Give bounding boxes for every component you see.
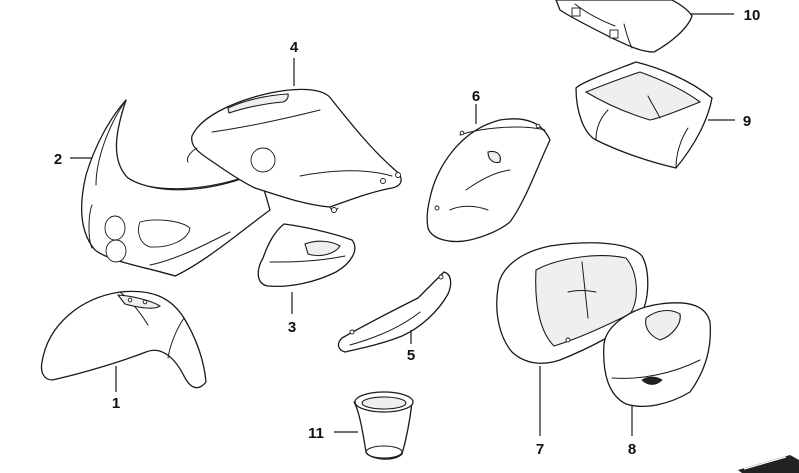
callout-8: 8 xyxy=(628,441,636,458)
part-2-fairing[interactable] xyxy=(81,99,271,277)
part-3-small-cover[interactable] xyxy=(257,223,356,288)
part-4-tank-cover[interactable] xyxy=(187,88,402,213)
callout-10: 10 xyxy=(744,7,761,24)
part-8-case-lid[interactable] xyxy=(603,302,712,407)
callout-1: 1 xyxy=(112,395,120,412)
callouts: 1 2 3 4 5 6 7 8 9 10 11 xyxy=(54,7,761,458)
part-6-rear-fender[interactable] xyxy=(426,118,551,243)
logo-badge xyxy=(738,455,799,473)
part-11-sleeve[interactable] xyxy=(353,391,414,460)
callout-6: 6 xyxy=(472,88,480,105)
leader-lines xyxy=(70,13,735,436)
part-10-top-case-lid[interactable] xyxy=(555,0,693,53)
part-9-top-case-base[interactable] xyxy=(575,61,713,169)
callout-11: 11 xyxy=(308,425,324,442)
part-1-front-fender[interactable] xyxy=(40,290,207,389)
callout-3: 3 xyxy=(288,319,296,336)
callout-2: 2 xyxy=(54,151,62,168)
callout-4: 4 xyxy=(290,39,299,56)
callout-7: 7 xyxy=(536,441,544,458)
callout-5: 5 xyxy=(407,347,415,364)
callout-9: 9 xyxy=(743,113,751,130)
part-5-trim-panel[interactable] xyxy=(337,271,452,353)
